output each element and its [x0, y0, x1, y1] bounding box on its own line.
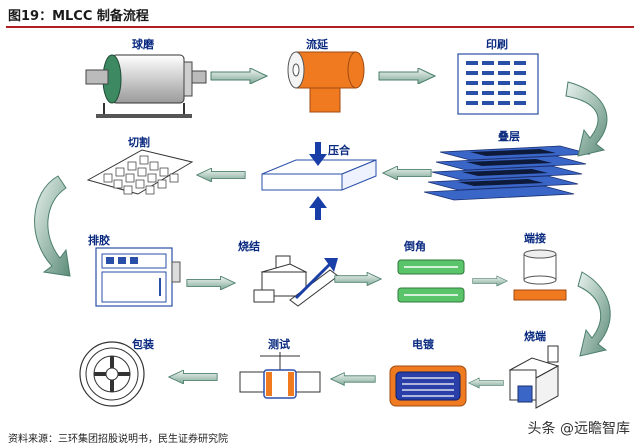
- flow-arrow-left-icon: [382, 166, 432, 180]
- packaging-reel-illustration: [79, 341, 145, 407]
- watermark: 头条 @远瞻智库: [527, 421, 630, 437]
- step-label-cutting: 切割: [128, 136, 150, 149]
- title-divider: [6, 26, 634, 28]
- testing-illustration: [239, 352, 321, 399]
- flow-arrow-left-icon: [468, 377, 504, 389]
- step-label-term-firing: 烧端: [524, 330, 546, 343]
- sintering-furnace-illustration: [253, 255, 339, 307]
- plating-illustration: [389, 365, 467, 407]
- curved-arrow-left-icon: [34, 175, 71, 277]
- figure-title: 图19：MLCC 制备流程: [8, 9, 149, 24]
- debinding-oven-illustration: [95, 247, 181, 307]
- cutting-illustration: [86, 149, 194, 195]
- termination-illustration: [513, 249, 567, 301]
- stacking-illustration: [423, 145, 591, 201]
- step-label-termination: 端接: [524, 232, 546, 245]
- step-label-debinding: 排胶: [88, 234, 110, 247]
- flow-arrow-left-icon: [196, 168, 246, 182]
- chamfering-illustration: [397, 259, 465, 303]
- term-firing-illustration: [508, 345, 560, 409]
- printing-illustration: [457, 53, 539, 115]
- step-label-plating: 电镀: [412, 338, 434, 351]
- source-note: 资料来源：三环集团招股说明书，民生证券研究院: [8, 434, 228, 445]
- step-label-testing: 测试: [268, 338, 290, 351]
- flow-arrow-right-icon: [210, 68, 268, 84]
- ball-mill-illustration: [85, 54, 207, 118]
- pressing-illustration: [261, 142, 377, 220]
- step-label-stacking: 叠层: [498, 130, 520, 143]
- step-label-sintering: 烧结: [238, 240, 260, 253]
- step-label-printing: 印刷: [486, 38, 508, 51]
- casting-illustration: [287, 51, 365, 113]
- step-label-casting: 流延: [306, 38, 328, 51]
- flow-arrow-right-icon: [334, 272, 382, 286]
- flow-arrow-right-icon: [186, 276, 236, 290]
- step-label-pressing: 压合: [328, 144, 350, 157]
- flow-arrow-right-icon: [472, 275, 508, 287]
- flow-arrow-left-icon: [330, 372, 376, 386]
- curved-arrow-right-icon: [577, 271, 611, 357]
- flow-arrow-left-icon: [168, 370, 218, 384]
- step-label-ball-mill: 球磨: [132, 38, 154, 51]
- step-label-packaging: 包装: [132, 338, 154, 351]
- curved-arrow-right-icon: [565, 81, 608, 157]
- step-label-chamfering: 倒角: [404, 240, 426, 253]
- flow-arrow-right-icon: [378, 68, 436, 84]
